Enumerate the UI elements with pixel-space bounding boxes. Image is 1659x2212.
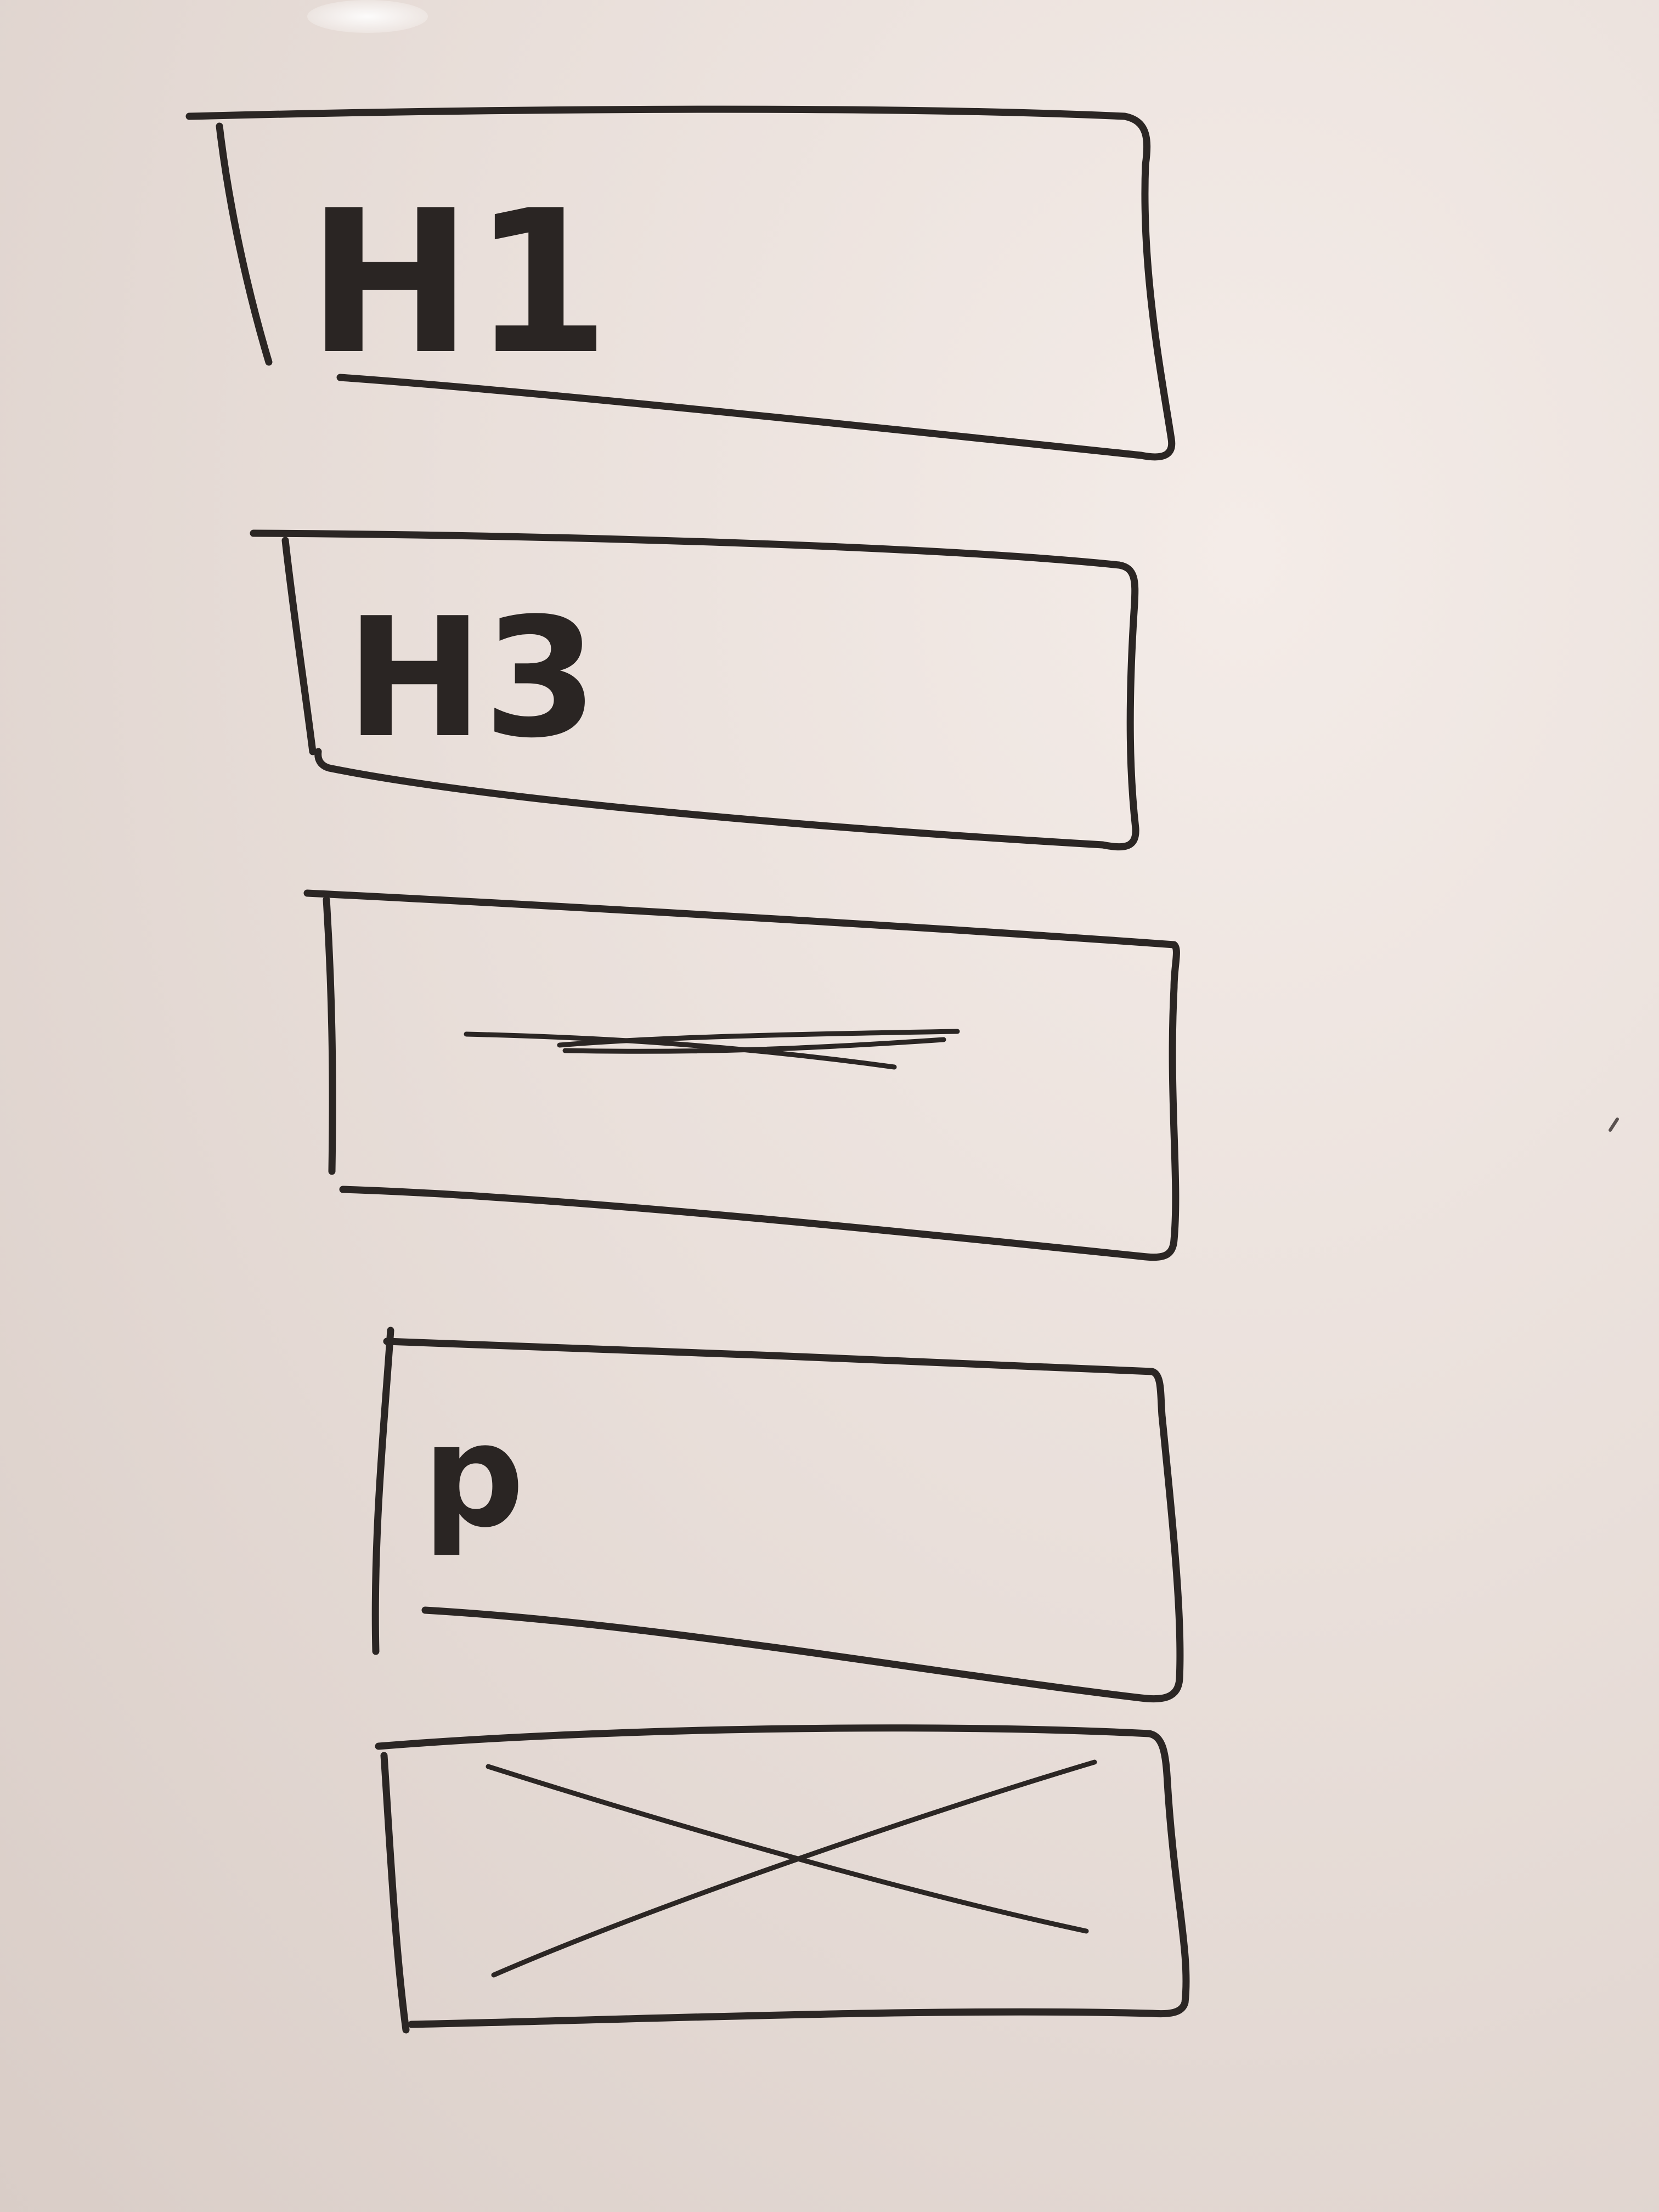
block-paragraph-frame: [383, 1338, 1184, 1703]
light-glare: [307, 0, 428, 33]
block-image-frame: [375, 1724, 1190, 2028]
image-cross-line-1: [486, 1764, 1089, 1934]
block-h1: H1: [185, 105, 1176, 461]
block-h1-label: H1: [307, 168, 610, 398]
image-cross-line-2: [491, 1759, 1097, 1978]
block-h1-frame: [185, 105, 1176, 461]
block-line-placeholder: [303, 889, 1180, 1261]
block-line-frame: [303, 889, 1180, 1261]
block-h3-label: H3: [346, 583, 598, 774]
stray-mark: [1609, 1118, 1619, 1132]
text-line-scribble: [464, 1029, 960, 1070]
block-h3: H3: [250, 529, 1139, 851]
block-image-placeholder: [375, 1724, 1190, 2034]
block-h3-frame: [250, 529, 1139, 851]
block-paragraph: p: [371, 1327, 1184, 1703]
block-paragraph-label: p: [422, 1393, 524, 1559]
